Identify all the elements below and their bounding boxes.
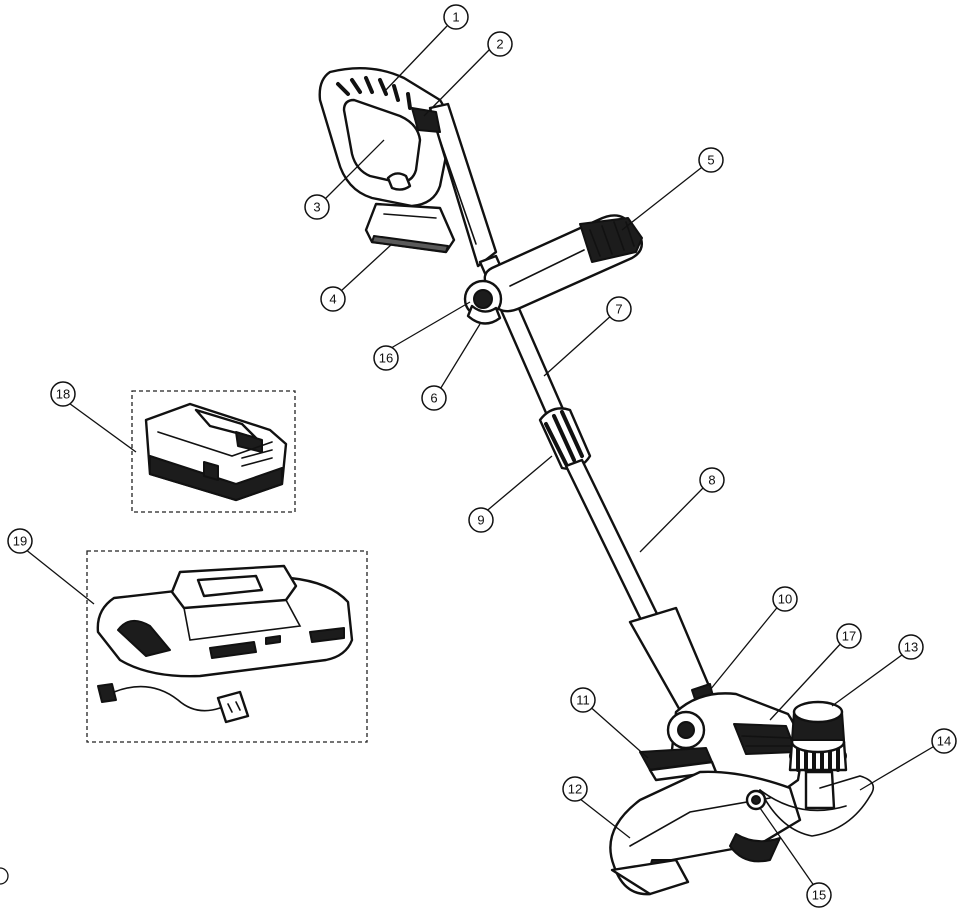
callout-5: 5 (698, 147, 724, 173)
svg-text:13: 13 (904, 640, 918, 655)
svg-text:17: 17 (842, 629, 856, 644)
battery-pack-frame (131, 390, 296, 513)
svg-text:15: 15 (812, 888, 826, 903)
charger-frame (86, 550, 368, 743)
lock-off-button (386, 172, 412, 191)
svg-text:5: 5 (707, 153, 714, 168)
callout-12: 12 (562, 776, 588, 802)
callout-14: 14 (931, 728, 957, 754)
callout-11: 11 (570, 687, 596, 713)
switch-trigger (411, 107, 441, 133)
callout-7: 7 (606, 296, 632, 322)
edge-mark (0, 867, 9, 885)
leader-lines (19, 25, 944, 891)
svg-text:16: 16 (379, 351, 393, 366)
svg-text:7: 7 (615, 302, 622, 317)
callout-10: 10 (772, 586, 798, 612)
callout-15: 15 (806, 882, 832, 908)
handle-adjust-knob (466, 304, 502, 325)
svg-text:18: 18 (56, 387, 70, 402)
lower-shaft (564, 458, 662, 628)
svg-text:8: 8 (708, 473, 715, 488)
callout-2: 2 (487, 31, 513, 57)
svg-text:3: 3 (313, 200, 320, 215)
svg-text:10: 10 (778, 592, 792, 607)
battery-mount (364, 202, 456, 254)
cord-hole (745, 789, 767, 811)
callout-19: 19 (7, 528, 33, 554)
callout-13: 13 (898, 634, 924, 660)
callout-16: 16 (373, 345, 399, 371)
callout-8: 8 (699, 467, 725, 493)
callout-1: 1 (443, 4, 469, 30)
callout-3: 3 (304, 194, 330, 220)
svg-text:6: 6 (430, 391, 437, 406)
spool-head (788, 700, 848, 810)
charger (96, 564, 354, 724)
svg-text:2: 2 (496, 37, 503, 52)
svg-text:9: 9 (477, 513, 484, 528)
guard (609, 770, 802, 896)
callout-4: 4 (320, 286, 346, 312)
svg-text:14: 14 (937, 734, 951, 749)
battery-pack (144, 402, 288, 502)
svg-text:19: 19 (13, 534, 27, 549)
callout-18: 18 (50, 381, 76, 407)
svg-text:12: 12 (568, 782, 582, 797)
svg-text:4: 4 (329, 292, 336, 307)
front-handle (483, 214, 643, 313)
svg-text:1: 1 (452, 10, 459, 25)
svg-text:11: 11 (576, 693, 590, 708)
callout-6: 6 (421, 385, 447, 411)
callout-9: 9 (468, 507, 494, 533)
callout-17: 17 (836, 623, 862, 649)
